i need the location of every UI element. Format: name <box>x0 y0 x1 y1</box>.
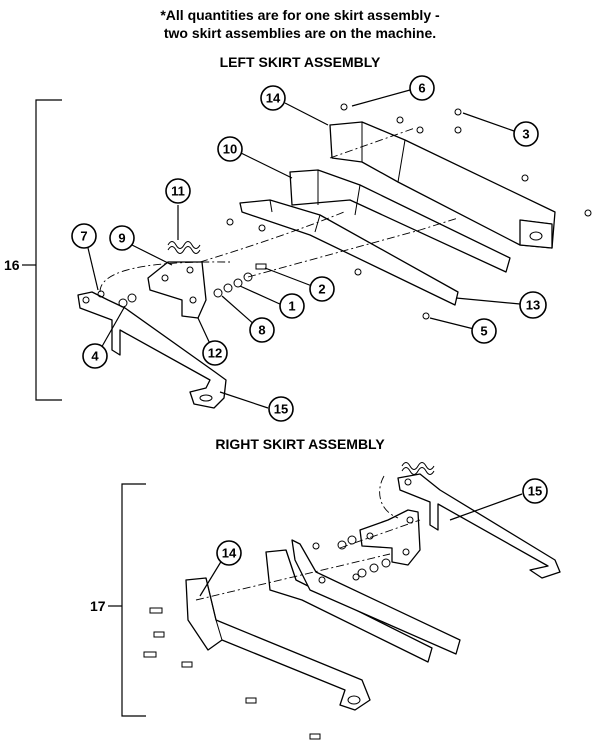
right-assembly-title: RIGHT SKIRT ASSEMBLY <box>215 436 385 452</box>
svg-text:5: 5 <box>480 324 487 339</box>
part-spring <box>167 241 201 254</box>
svg-text:14: 14 <box>266 91 281 106</box>
callout-12: 12 <box>202 340 228 366</box>
callout-13: 13 <box>519 291 547 319</box>
svg-text:1: 1 <box>288 299 295 314</box>
svg-text:8: 8 <box>258 323 265 338</box>
svg-text:15: 15 <box>274 402 288 417</box>
svg-text:15: 15 <box>528 484 542 499</box>
callout-10: 10 <box>217 136 243 162</box>
callout-15-left: 15 <box>268 396 294 422</box>
callout-9: 9 <box>109 225 135 251</box>
svg-text:11: 11 <box>171 184 185 199</box>
left-assembly-bracket <box>35 99 62 401</box>
svg-text:12: 12 <box>208 346 222 361</box>
svg-text:7: 7 <box>80 229 87 244</box>
callout-8: 8 <box>249 317 275 343</box>
part-right-outer-skirt <box>185 577 371 711</box>
callout-1: 1 <box>279 293 305 319</box>
part-right-mounting-plate <box>359 509 421 566</box>
callout-6: 6 <box>409 75 435 101</box>
part-right-middle-skirt <box>265 549 433 663</box>
callout-3: 3 <box>513 121 539 147</box>
part-right-upper-arm <box>397 473 561 579</box>
part-upper-skirt-arm <box>329 121 556 249</box>
part-right-inner-skirt <box>291 539 461 655</box>
svg-text:9: 9 <box>118 231 125 246</box>
svg-text:13: 13 <box>526 298 540 313</box>
part-lower-skirt-arm <box>239 199 459 306</box>
right-assembly-bracket <box>121 483 146 717</box>
note-line-1: *All quantities are for one skirt assemb… <box>160 7 440 23</box>
svg-text:6: 6 <box>418 81 425 96</box>
callout-15-right: 15 <box>522 478 548 504</box>
right-bracket-label: 17 <box>90 598 106 614</box>
left-assembly-title: LEFT SKIRT ASSEMBLY <box>219 54 381 70</box>
callout-7: 7 <box>71 223 97 249</box>
callout-14-right: 14 <box>216 540 242 566</box>
hardware-small-parts <box>97 103 592 320</box>
callout-14-left: 14 <box>260 85 286 111</box>
svg-text:14: 14 <box>222 546 237 561</box>
left-bracket-label: 16 <box>4 257 20 273</box>
svg-text:3: 3 <box>522 127 529 142</box>
svg-text:2: 2 <box>318 282 325 297</box>
part-mounting-plate <box>147 261 207 319</box>
part-middle-skirt-arm <box>289 169 511 273</box>
callout-2: 2 <box>309 276 335 302</box>
svg-text:4: 4 <box>91 349 99 364</box>
svg-text:10: 10 <box>223 142 237 157</box>
note-line-2: two skirt assemblies are on the machine. <box>163 25 437 41</box>
callout-4: 4 <box>82 343 108 369</box>
right-hardware-small-parts <box>143 535 391 740</box>
callout-5: 5 <box>471 318 497 344</box>
callout-11: 11 <box>165 178 191 204</box>
part-right-spring <box>401 462 435 475</box>
